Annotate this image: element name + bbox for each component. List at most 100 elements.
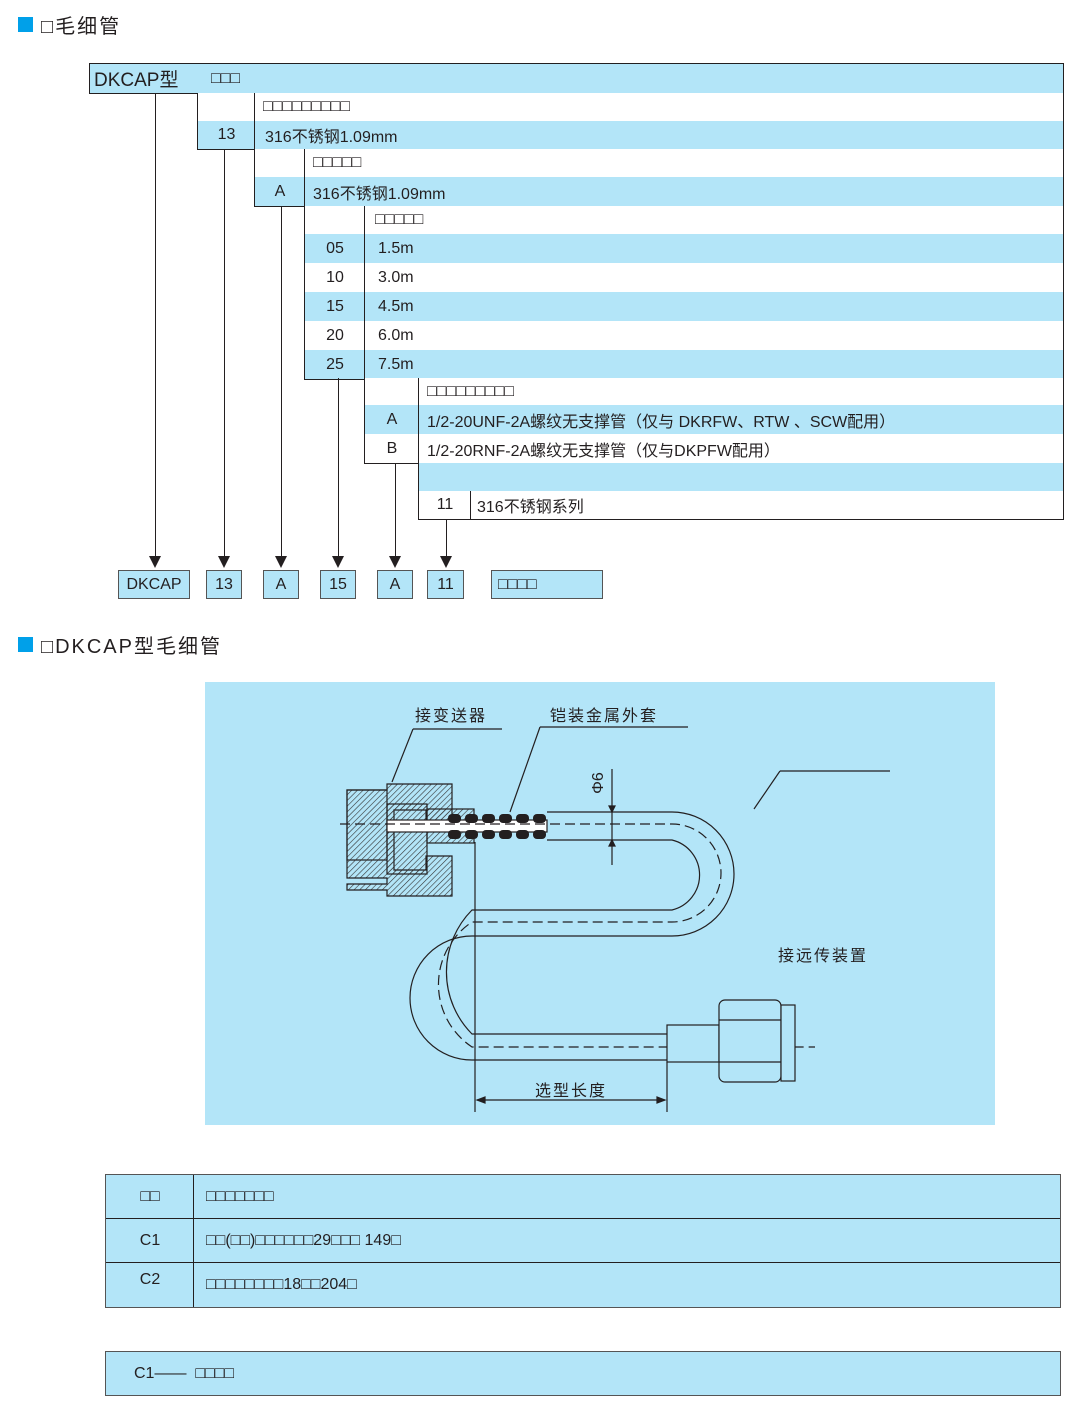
code-text: 05: [326, 239, 344, 257]
desc-cell: 4.5m: [364, 292, 1064, 322]
code-text: A: [274, 182, 286, 200]
example-code-box: 15: [320, 570, 356, 599]
desc-cell: 316不锈钢1.09mm: [254, 121, 1064, 150]
arrow-down-icon: [275, 556, 287, 568]
group-0-empty: [197, 93, 255, 122]
connector-line: [224, 150, 225, 558]
leader-line: [753, 770, 781, 810]
code-cell: 10: [304, 263, 365, 293]
model-label-cell: DKCAP型: [89, 63, 198, 94]
table-row: C2 □□□□□□□□18□□204□: [106, 1263, 1060, 1307]
column-divider: [193, 1175, 194, 1307]
example-code-box: 11: [427, 570, 464, 599]
example-suffix-box: □□□□: [491, 570, 603, 599]
bullet-square-icon: [18, 17, 33, 32]
connector-line: [338, 378, 339, 558]
row-desc: □□(□□)□□□□□□29□□□ 149□: [206, 1231, 401, 1249]
desc-text: 3.0m: [378, 268, 414, 286]
code-cell: A: [254, 177, 305, 207]
group-1-header: □□□□□: [304, 149, 1064, 178]
note-box: C1—— □□□□: [105, 1351, 1061, 1396]
example-code-text: 15: [329, 575, 347, 593]
desc-text: 6.0m: [378, 326, 414, 344]
desc-text: 316不锈钢1.09mm: [313, 185, 446, 203]
desc-cell: 3.0m: [364, 263, 1064, 293]
code-text: 11: [436, 496, 454, 513]
group-3-header: □□□□□□□□□: [418, 378, 1064, 406]
header-code: □□: [140, 1187, 160, 1205]
example-code-box: A: [263, 570, 299, 599]
desc-cell: 7.5m: [364, 350, 1064, 380]
example-code-box: DKCAP: [118, 570, 190, 599]
code-cell: 11: [418, 491, 471, 520]
code-cell: 13: [197, 121, 255, 150]
label-diameter: Φ6: [589, 772, 607, 794]
leader-line: [391, 728, 414, 783]
example-code-box: A: [377, 570, 413, 599]
arrow-down-icon: [332, 556, 344, 568]
row-desc: □□□□□□□□18□□204□: [206, 1276, 357, 1293]
code-cell: A: [364, 405, 419, 435]
note-text: C1—— □□□□: [134, 1364, 234, 1382]
row-code: C1: [139, 1231, 161, 1249]
model-header: □□□: [211, 69, 240, 87]
desc-text: 1/2-20RNF-2A螺纹无支撑管（仅与DKPFW配用）: [427, 442, 780, 460]
group-1-empty: [254, 149, 305, 178]
table-row: C1 □□(□□)□□□□□□29□□□ 149□: [106, 1219, 1060, 1263]
example-code-text: DKCAP: [126, 575, 182, 593]
connector-line: [395, 464, 396, 558]
code-text: 20: [326, 326, 344, 344]
label-remote: 接远传装置: [778, 948, 869, 965]
section-title-text: □DKCAP型毛细管: [41, 636, 222, 658]
connector-line: [281, 207, 282, 558]
desc-text: 4.5m: [378, 297, 414, 315]
code-text: A: [386, 410, 398, 428]
example-suffix-text: □□□□: [498, 575, 537, 593]
code-cell: 20: [304, 321, 365, 351]
desc-cell: 6.0m: [364, 321, 1064, 351]
desc-cell: 1/2-20UNF-2A螺纹无支撑管（仅与 DKRFW、RTW 、SCW配用）: [418, 405, 1064, 435]
label-transmitter: 接变送器: [415, 708, 488, 725]
code-text: B: [386, 439, 398, 457]
capillary-diagram: 接变送器 铠装金属外套 Φ6 接远传装置 选型长度: [205, 682, 995, 1125]
arrow-down-icon: [440, 556, 452, 568]
leader-line: [509, 726, 541, 813]
example-code-text: 11: [437, 575, 454, 593]
desc-text: 316不锈钢1.09mm: [265, 129, 398, 146]
desc-cell: 316不锈钢1.09mm: [304, 177, 1064, 207]
section-title-capillary: □毛细管: [18, 10, 121, 39]
row-code: C2: [139, 1271, 161, 1288]
code-cell: B: [364, 434, 419, 464]
desc-cell: 1/2-20RNF-2A螺纹无支撑管（仅与DKPFW配用）: [418, 434, 1064, 464]
group-header-text: □□□□□□□□□: [427, 382, 514, 400]
group-3-empty: [364, 378, 419, 406]
group-header-text: □□□□□: [313, 154, 362, 171]
example-code-text: 13: [215, 575, 233, 593]
group-2-empty: [304, 206, 365, 235]
connector-line: [446, 520, 447, 558]
code-text: 13: [217, 126, 236, 143]
example-code-text: A: [389, 575, 401, 593]
desc-text: 1/2-20UNF-2A螺纹无支撑管（仅与 DKRFW、RTW 、SCW配用）: [427, 413, 896, 431]
spec-table-header: □□ □□□□□□□: [106, 1175, 1060, 1219]
group-0-header: □□□□□□□□□: [254, 93, 1064, 122]
section-title-dkcap: □DKCAP型毛细管: [18, 630, 222, 659]
code-cell: 25: [304, 350, 365, 380]
arrow-down-icon: [389, 556, 401, 568]
code-text: 15: [326, 297, 344, 315]
connector-line: [155, 94, 156, 558]
desc-cell: 1.5m: [364, 234, 1064, 264]
desc-cell: 316不锈钢系列: [470, 491, 1064, 520]
bullet-square-icon: [18, 637, 33, 652]
code-text: 25: [326, 355, 344, 373]
code-text: 10: [326, 268, 344, 286]
header-desc: □□□□□□□: [206, 1187, 274, 1205]
desc-text: 316不锈钢系列: [477, 499, 584, 516]
capillary-drawing: [340, 726, 890, 1112]
desc-text: 1.5m: [378, 239, 414, 257]
example-code-text: A: [275, 575, 287, 593]
label-armor: 铠装金属外套: [550, 708, 659, 725]
group-2-header: □□□□□: [364, 206, 1064, 235]
model-header-cell: □□□: [197, 63, 1064, 94]
label-length: 选型长度: [535, 1083, 608, 1100]
